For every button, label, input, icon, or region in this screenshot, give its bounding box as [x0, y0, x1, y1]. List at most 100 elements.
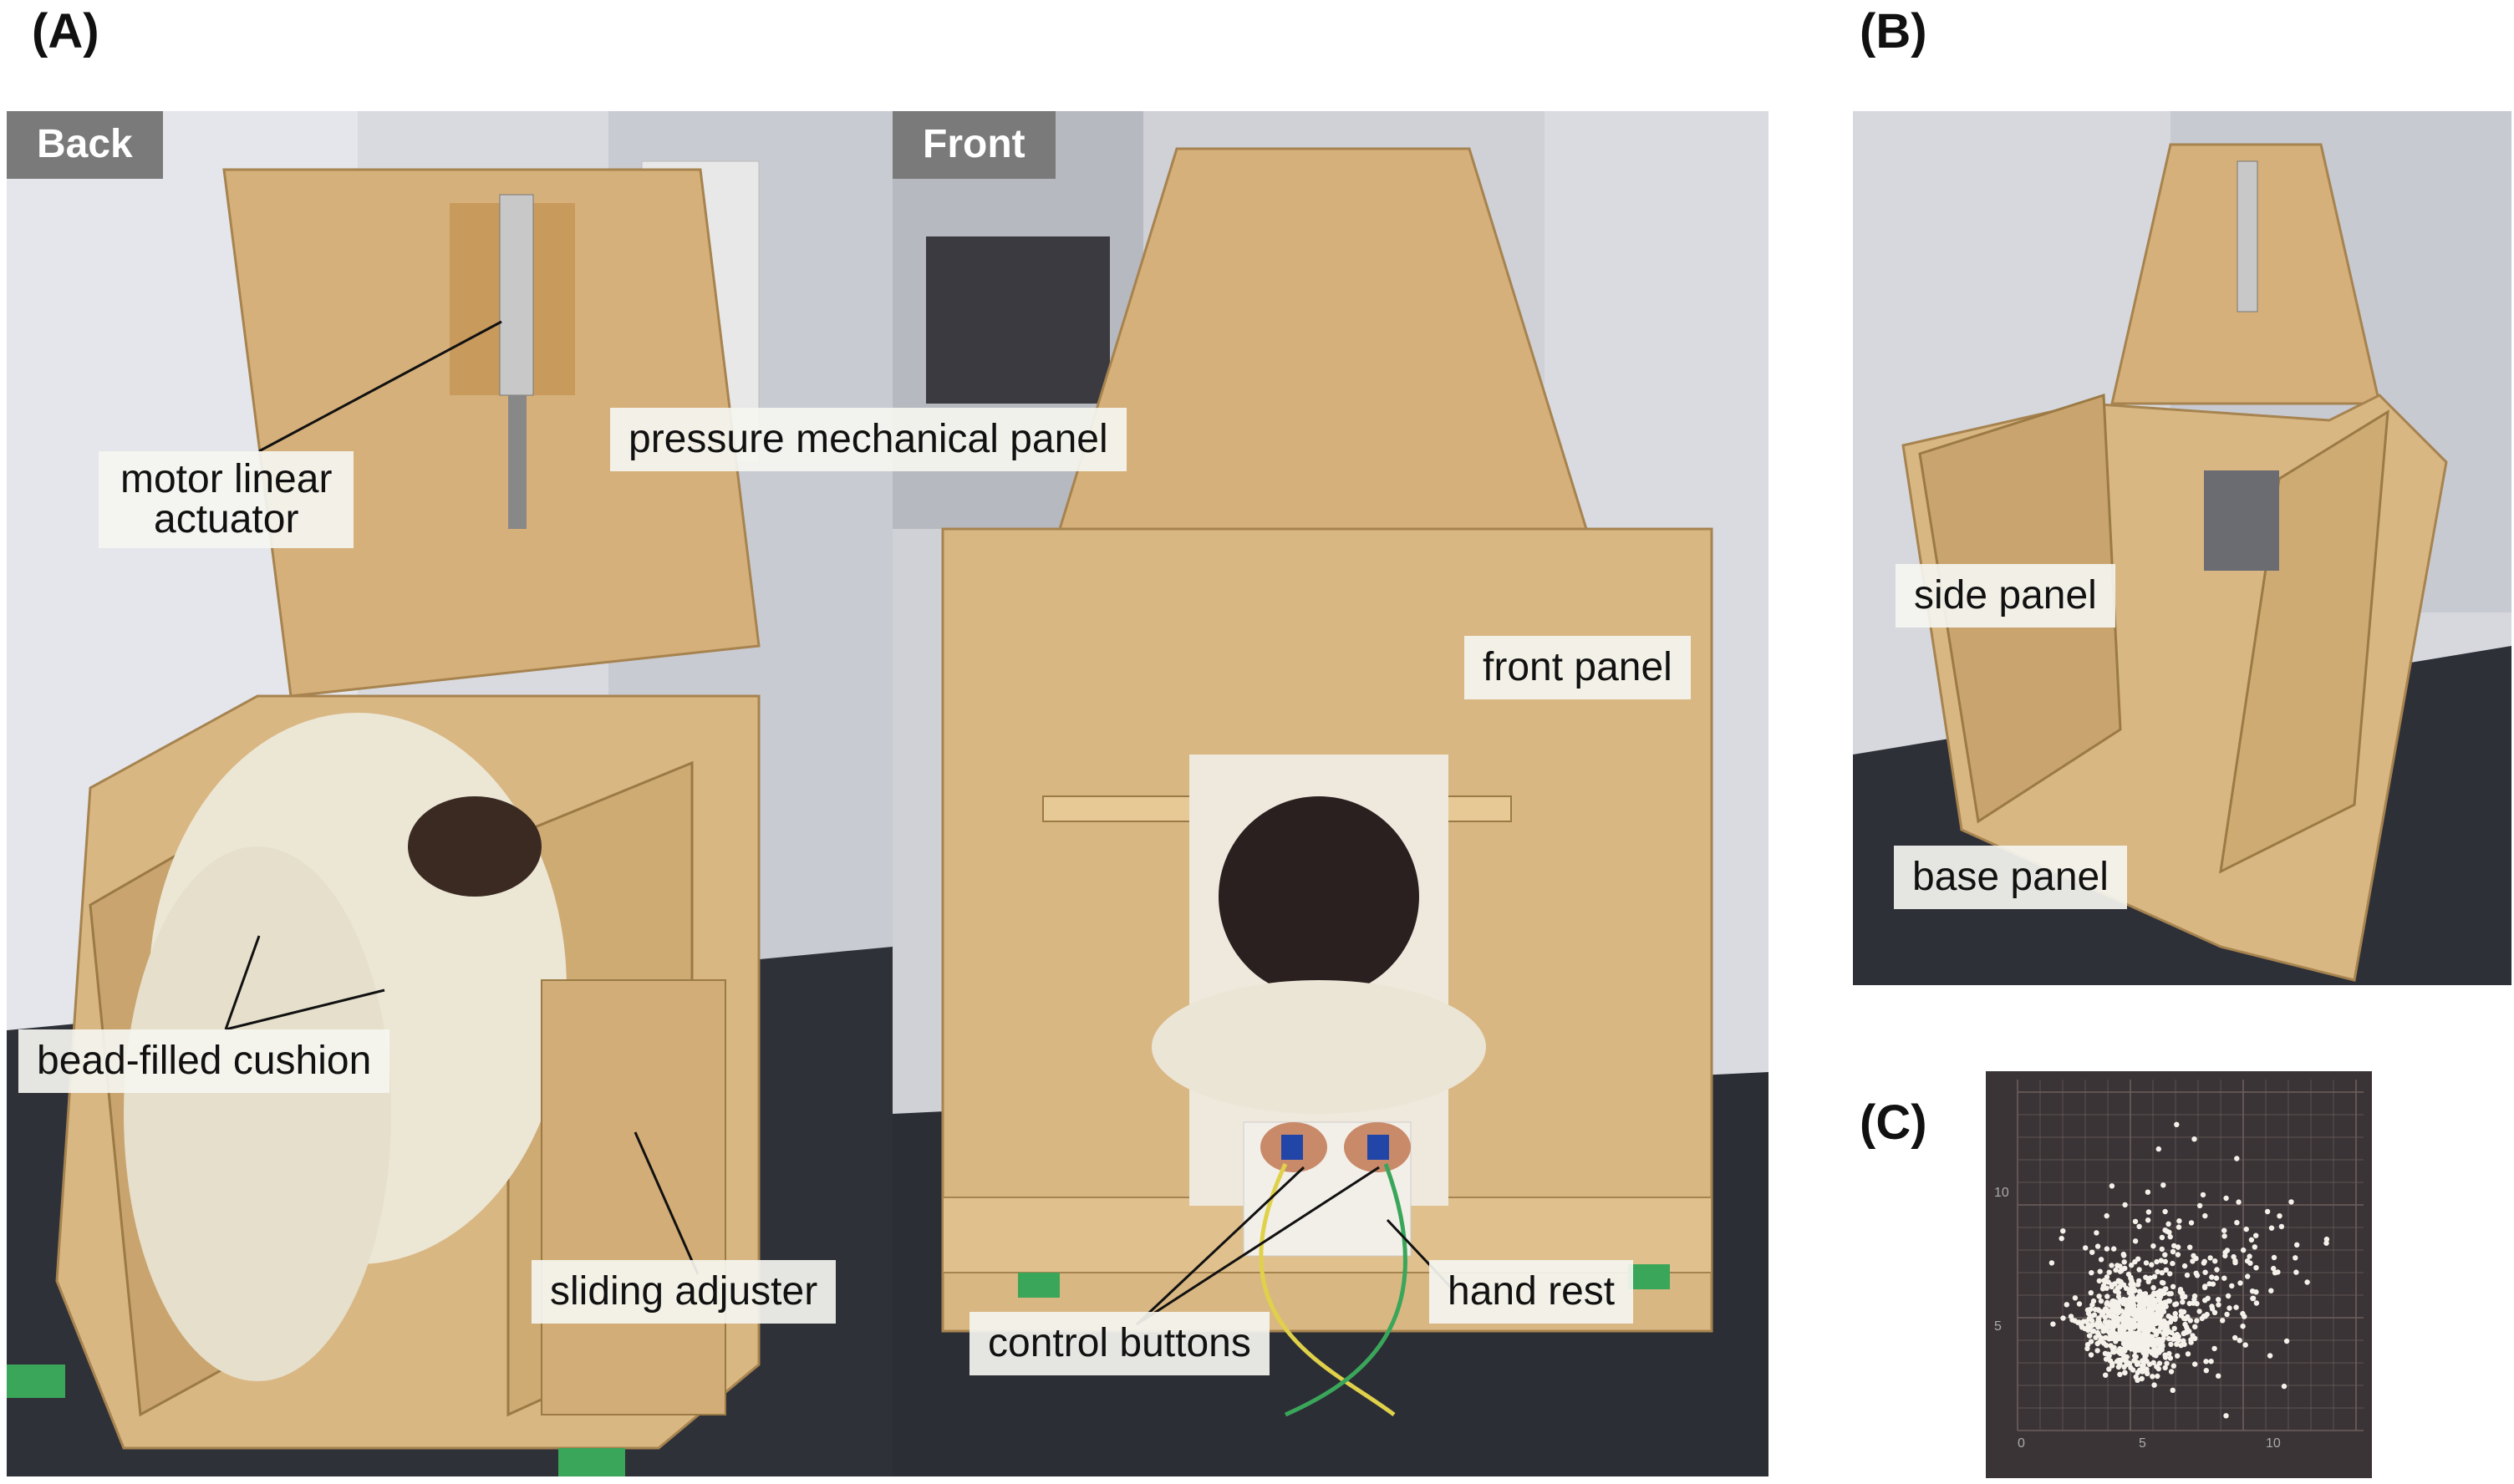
scatter-dot [2113, 1319, 2119, 1324]
scatter-dot [2208, 1359, 2214, 1365]
scatter-dot [2096, 1308, 2102, 1314]
scatter-dot [2088, 1352, 2094, 1358]
scatter-dot [2164, 1324, 2170, 1330]
scatter-dot [2132, 1340, 2138, 1346]
scatter-dot [2123, 1335, 2129, 1342]
scatter-dot [2106, 1366, 2112, 1372]
scatter-tick-x0: 0 [2018, 1436, 2025, 1451]
scatter-dot [2245, 1273, 2251, 1279]
scatter-dot [2162, 1352, 2168, 1358]
scatter-dot [2128, 1346, 2135, 1352]
scatter-dot [2149, 1262, 2155, 1268]
scatter-dot [2172, 1310, 2178, 1317]
scatter-dot [2229, 1283, 2235, 1289]
scatter-dot [2207, 1255, 2213, 1261]
scatter-dot [2105, 1311, 2112, 1317]
scatter-dot [2151, 1290, 2157, 1296]
scatter-dot [2283, 1338, 2290, 1344]
scatter-dot [2121, 1259, 2127, 1265]
scatter-dot [2060, 1228, 2066, 1234]
scatter-dot [2150, 1324, 2156, 1331]
scatter-dot [2232, 1259, 2238, 1266]
scatter-dot [2151, 1343, 2157, 1349]
scatter-dot [2247, 1260, 2253, 1266]
scatter-dot [2175, 1353, 2181, 1359]
scatter-tick-y10: 10 [1994, 1186, 2009, 1200]
scatter-dot [2091, 1312, 2098, 1318]
scatter-dot [2159, 1234, 2165, 1241]
scatter-dot [2125, 1331, 2130, 1337]
scatter-dot [2107, 1302, 2113, 1309]
scatter-dot [2135, 1359, 2141, 1366]
tag-back: Back [7, 111, 163, 179]
scatter-dot [2253, 1300, 2260, 1306]
scatter-dot [2132, 1258, 2138, 1265]
scatter-dot [2113, 1339, 2119, 1344]
scatter-dot [2166, 1291, 2172, 1297]
scatter-dot [2237, 1338, 2242, 1344]
scatter-dot [2085, 1327, 2091, 1333]
scatter-dot [2165, 1335, 2172, 1342]
scatter-dot [2221, 1227, 2227, 1233]
scatter-dot [2214, 1267, 2220, 1273]
scatter-dot [2143, 1333, 2150, 1339]
scatter-dot [2109, 1263, 2115, 1268]
scatter-dot [2136, 1303, 2142, 1309]
scatter-dot [2113, 1301, 2120, 1307]
scatter-dot [2098, 1335, 2104, 1341]
scatter-dot [2159, 1270, 2165, 1276]
scatter-dot [2086, 1315, 2093, 1322]
scatter-dot [2122, 1265, 2128, 1272]
scatter-dot [2089, 1302, 2095, 1308]
scatter-dot [2176, 1334, 2181, 1339]
scatter-dot [2264, 1208, 2271, 1215]
scatter-dot [2150, 1301, 2156, 1307]
scatter-dot [2155, 1268, 2160, 1275]
scatter-dot [2155, 1315, 2161, 1321]
scatter-dot [2132, 1238, 2139, 1244]
photo-b [1853, 111, 2511, 985]
scatter-dot [2191, 1136, 2197, 1142]
scatter-dot [2281, 1383, 2288, 1390]
scatter-dot [2096, 1278, 2102, 1284]
scatter-dot [2237, 1280, 2243, 1286]
callout-sliding-adjuster: sliding adjuster [532, 1260, 837, 1324]
scatter-dot [2162, 1252, 2168, 1258]
scatter-dot [2202, 1212, 2208, 1219]
scatter-dot [2164, 1360, 2170, 1366]
scatter-dot [2140, 1348, 2147, 1354]
photo-front [893, 111, 1768, 1476]
scatter-dot [2104, 1293, 2110, 1299]
scatter-dot [2187, 1244, 2193, 1250]
scatter-dot [2188, 1339, 2194, 1345]
scatter-dot [2050, 1321, 2056, 1327]
scatter-dot [2180, 1294, 2186, 1300]
scatter-dot [2160, 1182, 2166, 1188]
scatter-dot [2186, 1300, 2192, 1307]
scatter-dot [2132, 1348, 2139, 1354]
scatter-dot [2111, 1246, 2117, 1252]
scatter-dot [2115, 1293, 2122, 1300]
scatter-dot [2196, 1309, 2202, 1314]
scatter-dot [2174, 1341, 2180, 1347]
scatter-dot [2144, 1308, 2150, 1314]
scatter-dot [2271, 1254, 2277, 1261]
scatter-dot [2150, 1243, 2156, 1249]
scatter-dot [2171, 1243, 2177, 1249]
scatter-dot [2159, 1246, 2165, 1253]
scatter-dot [2150, 1336, 2155, 1342]
scatter-dot [2232, 1334, 2238, 1341]
scatter-dot [2095, 1317, 2101, 1323]
scatter-dot [2253, 1289, 2259, 1295]
scatter-dot [2130, 1367, 2136, 1373]
scatter-tick-y5: 5 [1994, 1319, 2002, 1334]
callout-hand-rest: hand rest [1429, 1260, 1634, 1324]
scatter-dot [2223, 1195, 2229, 1202]
scatter-dot [2115, 1364, 2122, 1370]
scatter-dot [2187, 1318, 2193, 1324]
scatter-dot [2203, 1368, 2209, 1374]
scatter-dot [2079, 1323, 2084, 1329]
scatter-dot [2185, 1351, 2191, 1357]
scatter-dot [2171, 1325, 2177, 1332]
scatter-dot [2118, 1334, 2124, 1340]
